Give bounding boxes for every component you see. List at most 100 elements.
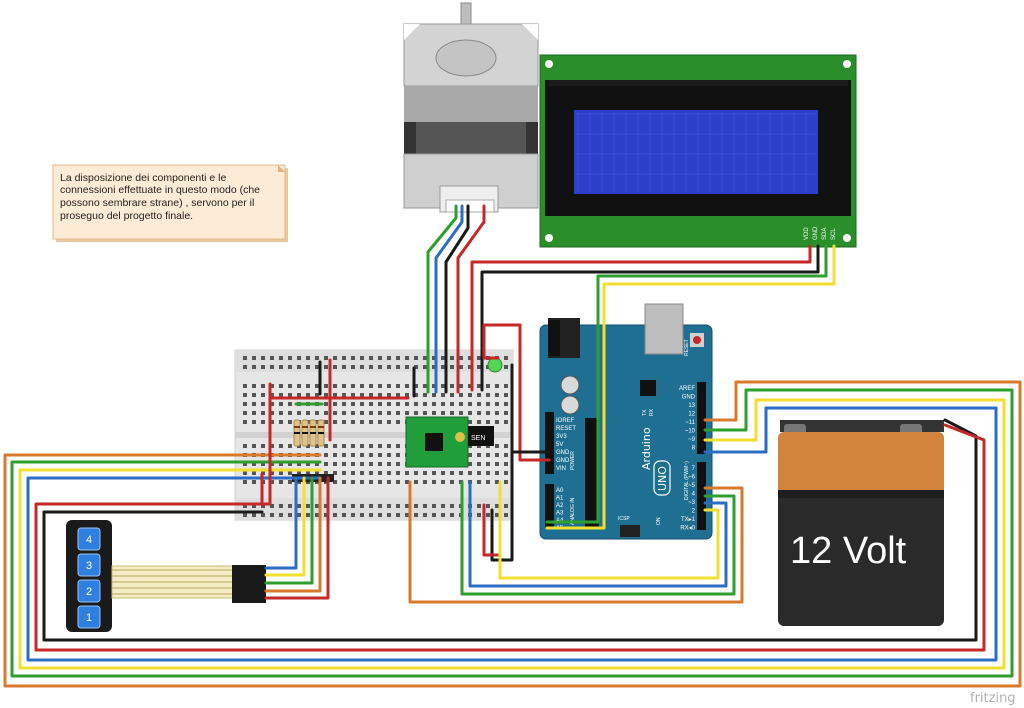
arduino-power-pins: IOREF RESET 3V3 5V GND GND VIN	[556, 418, 576, 472]
arduino-tx-label: TX	[642, 409, 648, 416]
arduino-power-pin-4: GND	[556, 450, 570, 456]
arduino-digital-pin-top-5: ~10	[685, 429, 696, 435]
arduino-power-pin-5: GND	[556, 458, 570, 464]
wire-key-orange	[264, 476, 322, 593]
arduino-analog-pin-2: A2	[556, 503, 564, 509]
arduino-model: UNO	[656, 466, 669, 491]
arduino-power-pin-6: VIN	[556, 466, 566, 472]
arduino-icsp-label: ICSP	[618, 516, 630, 522]
note-box: La disposizione dei componenti e le conn…	[52, 164, 288, 242]
note-line-4: proseguo del progetto finale.	[60, 210, 193, 222]
keypad-key-4[interactable]: 4	[77, 527, 101, 551]
wire-orange-d	[408, 480, 744, 604]
arduino-power-pin-2: 3V3	[556, 434, 567, 440]
wire-stepper-blue	[434, 204, 464, 394]
arduino-digital-pin-top-4: ~11	[685, 420, 695, 426]
wire-red-lcd	[470, 244, 812, 392]
svg-text:1: 1	[86, 612, 92, 624]
arduino-digital-pin-bottom-6: TX▸1	[681, 517, 696, 523]
note-line-2: connessioni effettuate in questo modo (c…	[60, 184, 260, 196]
wire-yellow-ard	[703, 398, 1006, 442]
arduino-digital-pin-bottom-4: ~3	[688, 500, 696, 506]
wire-yellow-outer	[18, 398, 1006, 670]
arduino-digital-pin-top-6: ~9	[688, 437, 696, 443]
wire-red-vin	[518, 323, 551, 462]
ribbon-cable	[112, 569, 234, 595]
breadboard-holes	[243, 356, 508, 517]
note-line-1: La disposizione dei componenti e le	[60, 172, 227, 184]
arduino-analog-pin-1: A1	[556, 496, 564, 502]
wire-green-outer	[10, 388, 1014, 678]
arduino-uno: Arduino UNO ICSP RESET TX RX ON POWER AN…	[539, 303, 713, 540]
wire-yellow-d	[498, 480, 720, 580]
arduino-power-pin-1: RESET	[556, 426, 576, 432]
svg-text:2: 2	[86, 586, 92, 598]
wire-black-lcd	[480, 244, 820, 392]
battery-12v: 12 Volt	[778, 420, 944, 626]
arduino-power-pin-0: IOREF	[556, 418, 575, 424]
wire-key-blue	[264, 476, 298, 570]
arduino-analog-pin-3: A3	[556, 511, 564, 517]
arduino-digital-pin-bottom-3: 4	[692, 492, 696, 498]
resistor-4	[317, 419, 325, 447]
lcd-pin-gnd: GND	[813, 226, 819, 240]
svg-text:3: 3	[86, 560, 92, 572]
sensor-label: SEN	[471, 435, 485, 442]
arduino-digital-label: DIGITAL (PWM~)	[684, 461, 690, 500]
svg-text:4: 4	[86, 534, 92, 546]
resistor-3	[309, 419, 317, 447]
keypad-keys: 4 3 2 1	[77, 527, 101, 629]
arduino-power-label: POWER	[570, 451, 576, 470]
arduino-rx-label: RX	[649, 408, 655, 416]
arduino-digital-pin-bottom-0: 7	[692, 466, 696, 472]
arduino-name: Arduino	[640, 427, 653, 470]
wires	[3, 204, 1022, 688]
keypad-key-2[interactable]: 2	[77, 579, 101, 603]
wire-green-d	[460, 480, 736, 596]
wire-red-5v	[482, 323, 522, 360]
arduino-on-label: ON	[656, 517, 662, 525]
wire-black-gnd2	[490, 450, 514, 562]
lcd-display: VDD GND SDA SCL	[539, 54, 857, 248]
lcd-pin-sda: SDA	[822, 228, 828, 240]
lcd-pixel-grid	[576, 112, 816, 192]
arduino-analog-pin-0: A0	[556, 488, 564, 494]
keypad-key-1[interactable]: 1	[77, 605, 101, 629]
wire-orange-outer	[3, 380, 1022, 688]
arduino-power-pin-3: 5V	[556, 442, 563, 448]
wire-blue-d	[468, 480, 728, 588]
arduino-digital-pin-top-1: GND	[682, 395, 696, 401]
wire-stepper-black	[444, 204, 470, 394]
wire-yellow-lcd	[545, 244, 836, 530]
wire-stepper-green	[426, 204, 458, 394]
arduino-digital-pin-bottom-7: RX◂0	[680, 526, 695, 532]
keypad-key-3[interactable]: 3	[77, 553, 101, 577]
lcd-pin-labels: VDD GND SDA SCL	[804, 226, 837, 240]
resistor-2	[301, 419, 309, 447]
arduino-digital-pin-bottom-2: ~5	[688, 483, 696, 489]
membrane-keypad: 4 3 2 1	[66, 520, 266, 632]
note-line-3: possono sembrare strane) , servono per i…	[60, 197, 254, 209]
arduino-reset-label: RESET	[684, 339, 690, 356]
resistor-1	[293, 419, 301, 447]
wire-green-ard	[703, 388, 1014, 432]
lcd-pin-vdd: VDD	[804, 227, 810, 240]
fritzing-logo: fritzing	[970, 691, 1016, 706]
wire-stepper-red	[456, 204, 486, 394]
wire-red-outer	[34, 423, 986, 652]
wire-blue-outer	[26, 406, 998, 662]
stepper-motor	[403, 2, 539, 213]
arduino-digital-pin-bottom-1: ~6	[688, 475, 696, 481]
arduino-digital-pin-top-2: 13	[688, 403, 695, 409]
arduino-digital-pin-top-7: 8	[692, 446, 696, 452]
wire-orange-ard	[703, 380, 1022, 422]
driver-board	[405, 416, 469, 468]
arduino-analog-label: ANALOG IN	[570, 497, 576, 525]
wire-green-lcd	[545, 244, 828, 524]
arduino-digital-pin-top-0: AREF	[679, 386, 695, 392]
wire-blue-ard	[703, 406, 998, 454]
